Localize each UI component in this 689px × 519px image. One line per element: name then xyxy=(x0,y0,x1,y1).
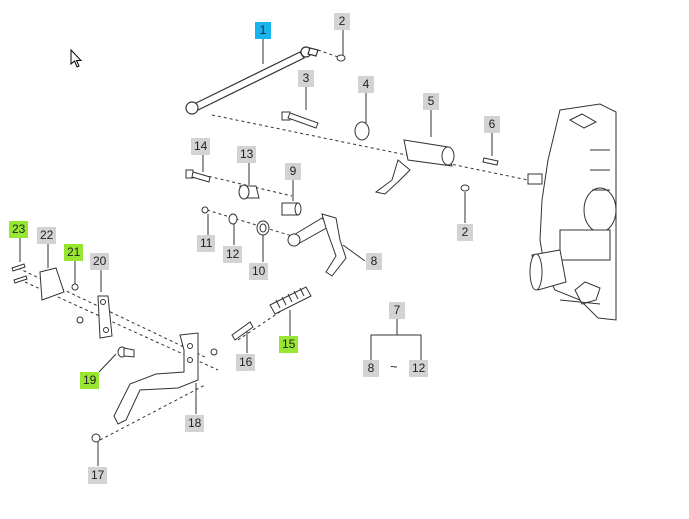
callout-16[interactable]: 16 xyxy=(236,354,256,371)
callout-12[interactable]: 12 xyxy=(223,246,243,263)
transmission-housing xyxy=(527,103,617,321)
rod-part xyxy=(185,46,319,115)
callout-11[interactable]: 11 xyxy=(197,235,216,252)
callout-9[interactable]: 9 xyxy=(285,163,301,180)
callout-6[interactable]: 6 xyxy=(484,116,500,133)
callout-8-range[interactable]: 8 xyxy=(363,360,379,377)
callout-23[interactable]: 23 xyxy=(9,221,29,238)
callout-22[interactable]: 22 xyxy=(37,227,57,244)
callout-15[interactable]: 15 xyxy=(279,336,299,353)
callout-3[interactable]: 3 xyxy=(298,70,314,87)
callout-5[interactable]: 5 xyxy=(423,93,439,110)
range-separator: ~ xyxy=(390,359,398,374)
callout-13[interactable]: 13 xyxy=(237,146,257,163)
callout-2-top[interactable]: 2 xyxy=(334,13,350,30)
callout-17[interactable]: 17 xyxy=(88,467,108,484)
callout-12-range[interactable]: 12 xyxy=(409,360,429,377)
callout-7-group[interactable]: 7 xyxy=(389,302,405,319)
callout-20[interactable]: 20 xyxy=(90,253,110,270)
callout-18[interactable]: 18 xyxy=(185,415,205,432)
callout-10[interactable]: 10 xyxy=(249,263,269,280)
callout-21[interactable]: 21 xyxy=(64,244,84,261)
callout-1[interactable]: 1 xyxy=(255,22,271,39)
callout-2-bottom[interactable]: 2 xyxy=(457,224,473,241)
callout-19[interactable]: 19 xyxy=(80,372,100,389)
callout-14[interactable]: 14 xyxy=(191,138,211,155)
mouse-cursor-icon xyxy=(70,49,83,68)
callout-8[interactable]: 8 xyxy=(366,253,382,270)
callout-4[interactable]: 4 xyxy=(358,76,374,93)
